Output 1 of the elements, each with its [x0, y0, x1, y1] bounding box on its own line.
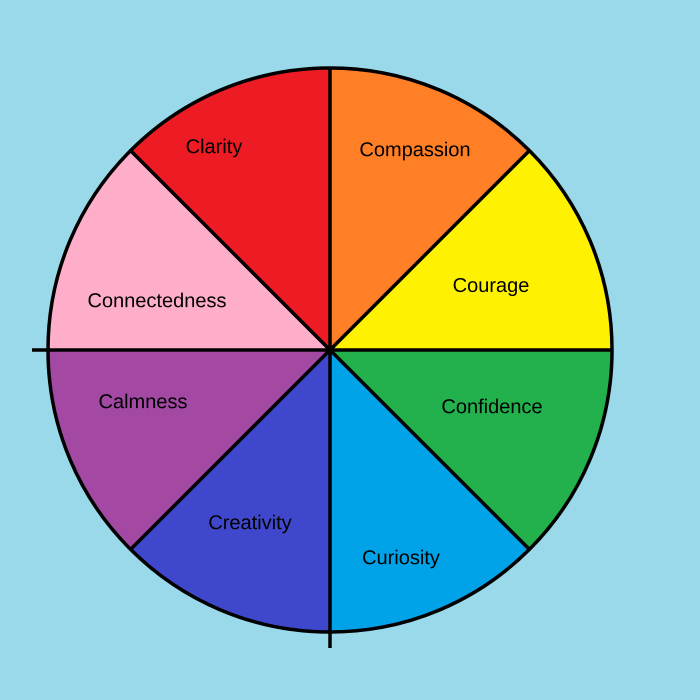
- pie-slice: Confidence: [330, 350, 612, 550]
